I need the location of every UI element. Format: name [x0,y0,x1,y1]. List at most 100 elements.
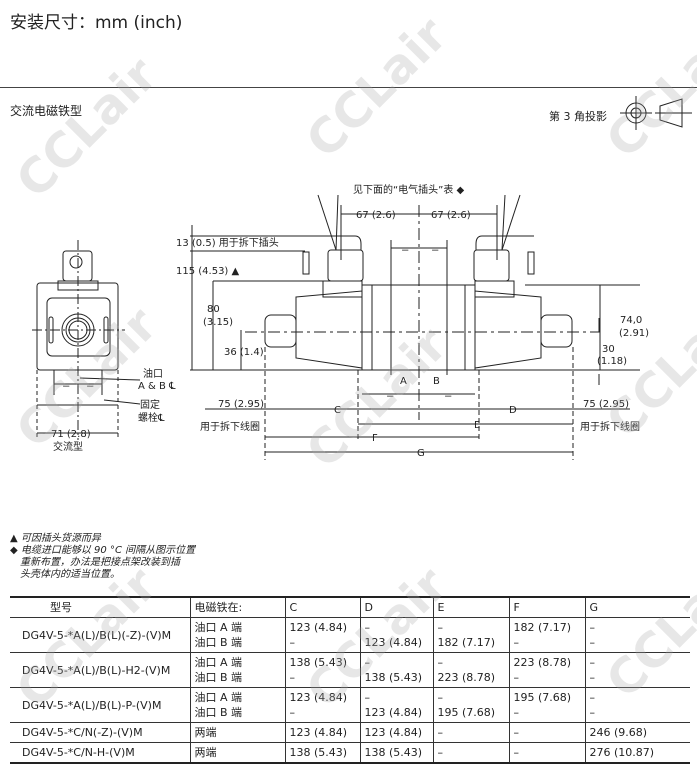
dim-80-inch: (3.15) [203,317,233,328]
model-cell: DG4V-5-*A(L)/B(L)(-Z)-(V)M [10,617,190,653]
cell-value: 油口 A 端 [194,621,243,634]
dim-30: 30 [602,344,615,355]
dim-c-cell: 138 (5.43) [284,742,360,764]
dim-71: 71 (2.8) [51,429,91,440]
solenoid-cell: 油口 A 端油口 B 端 [189,617,285,653]
cell-value: 223 (8.78) [513,656,572,669]
cell-value: – [437,656,444,669]
cell-value: 123 (4.84) [364,706,423,719]
bolt-label-2: 螺栓℄ [138,411,165,424]
cell-value: – [513,746,520,759]
dim-f-cell: 182 (7.17)– [508,617,585,653]
cell-value: – [437,746,444,759]
cell-value: – [437,726,444,739]
dim-13: 13 (0.5) 用于拆下插头 [176,236,279,249]
cell-value: 138 (5.43) [289,746,348,759]
cell-value: – [513,671,520,684]
dim-f-cell: 195 (7.68)– [508,687,585,723]
note: ◆ 电缆进口能够以 90 °C 间隔从图示位置 [10,545,196,556]
dim-d-cell: 138 (5.43) [359,742,433,764]
cell-value: – [589,671,596,684]
cell-value: – [437,621,444,634]
section-title: 交流电磁铁型 [10,104,83,118]
dim-74: 74,0 [620,315,642,326]
cell-value: – [289,636,296,649]
cell-value: 182 (7.17) [513,621,572,634]
solenoid-cell: 两端 [189,742,285,764]
eq-mark: = [431,244,439,255]
cell-value: – [364,691,371,704]
model-cell: DG4V-5-*C/N-H-(V)M [10,742,190,764]
cell-value: – [589,656,596,669]
dim-g: G [417,448,425,459]
dim-d-cell: –138 (5.43) [359,652,433,688]
cell-value: 油口 B 端 [194,706,243,719]
cell-value: – [589,691,596,704]
page-title: 安装尺寸：mm (inch) [10,13,183,33]
cell-value: 油口 B 端 [194,671,243,684]
port-label-1: 油口 [143,367,163,380]
eq-mark: = [444,390,452,401]
dim-e-cell: – [432,722,509,743]
dim-e-cell: – [432,742,509,764]
dim-e-cell: –223 (8.78) [432,652,509,688]
cell-value: – [437,691,444,704]
dim-c-cell: 123 (4.84) – [284,617,360,653]
dim-c-cell: 138 (5.43)– [284,652,360,688]
dim-d: D [509,405,517,416]
table-row: DG4V-5-*A(L)/B(L)-H2-(V)M 油口 A 端油口 B 端 138… [10,652,690,688]
cell-value: 123 (4.84) [364,726,423,739]
dim-f-cell: 223 (8.78) – [508,652,585,688]
dim-36: 36 (1.4) [224,347,264,358]
model-cell: DG4V-5-*C/N(-Z)-(V)M [10,722,190,743]
cell-value: – [589,621,596,634]
dimension-table: 型号 电磁铁在: C D E F G DG4V-5-*A(L)/B(L)(-Z)… [10,596,690,764]
dim-f: F [372,433,378,444]
cell-value: – [513,726,520,739]
cell-value: 195 (7.68) [513,691,572,704]
footnotes: ▲ 可因插头货源而异 ◆ 电缆进口能够以 90 °C 间隔从图示位置 重新布置，… [10,533,195,581]
dim-c-cell: 123 (4.84) [284,722,360,743]
model-cell: DG4V-5-*A(L)/B(L)-P-(V)M [10,687,190,723]
port-a-label: A [400,376,407,387]
dim-f-cell: – [508,742,585,764]
cell-value: 182 (7.17) [437,636,496,649]
cell-value: 138 (5.43) [364,746,423,759]
eq-mark: = [62,380,70,391]
solenoid-cell: 两端 [189,722,285,743]
coil-remove-left: 用于拆下线圈 [200,420,260,433]
dim-g-cell: 276 (10.87) [584,742,690,764]
cell-value: – [589,636,596,649]
note: 头壳体内的适当位置。 [20,569,120,580]
dim-74-inch: (2.91) [619,328,649,339]
cell-value: – [364,621,371,634]
dim-g-cell: –– [584,652,690,688]
model-cell: DG4V-5-*A(L)/B(L)-H2-(V)M [10,652,190,688]
header-cell: D [359,596,433,618]
header-cell: 电磁铁在: [189,596,285,618]
cell-value: 123 (4.84) [364,636,423,649]
dim-d-cell: 123 (4.84) [359,722,433,743]
header-cell: 型号 [10,596,190,618]
projection-label: 第 3 角投影 [549,110,607,123]
dim-75-left: 75 (2.95) [218,399,264,410]
eq-mark: = [386,390,394,401]
cell-value: 油口 A 端 [194,656,243,669]
dim-e-cell: – 182 (7.17) [432,617,509,653]
cell-value: 123 (4.84) [289,621,348,634]
header-cell: F [508,596,585,618]
cell-value: 两端 [194,726,217,739]
dim-80: 80 [207,304,220,315]
cell-value: 油口 B 端 [194,636,243,649]
bolt-label-1: 固定 [140,398,160,411]
side-view [190,194,640,460]
note: ▲ 可因插头货源而异 [10,533,101,544]
cell-value: – [364,656,371,669]
cell-value: 138 (5.43) [289,656,348,669]
third-angle-projection-icon [620,96,692,130]
